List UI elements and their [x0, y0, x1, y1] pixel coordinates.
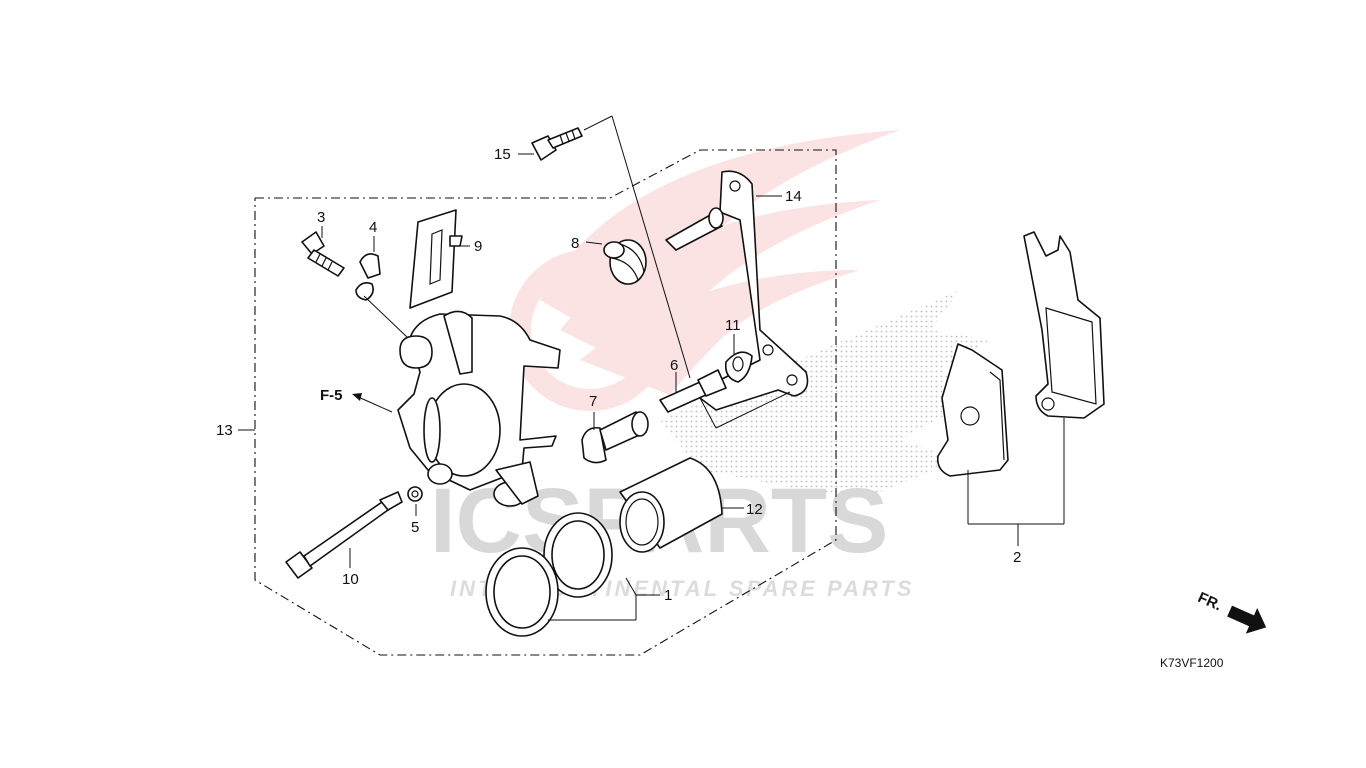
callout-12[interactable]: 12 — [746, 501, 763, 518]
callout-6[interactable]: 6 — [670, 357, 678, 374]
part-3-bleeder[interactable] — [301, 231, 345, 277]
part-14-bracket[interactable] — [665, 170, 809, 411]
part-15-bolt[interactable] — [531, 127, 583, 161]
caliper-assembly-boundary — [254, 149, 837, 656]
callout-15[interactable]: 15 — [494, 146, 511, 163]
part-10-pin[interactable] — [285, 491, 403, 579]
callout-9[interactable]: 9 — [474, 238, 482, 255]
caliper-body[interactable] — [397, 310, 561, 507]
reference-label-f5[interactable]: F-5 — [320, 387, 343, 404]
part-12-piston[interactable] — [619, 457, 723, 553]
part-9-pad-spring[interactable] — [409, 209, 463, 309]
callout-3[interactable]: 3 — [317, 209, 325, 226]
callout-1[interactable]: 1 — [664, 587, 672, 604]
part-4-bleeder-cap[interactable] — [355, 253, 381, 301]
callout-7[interactable]: 7 — [589, 393, 597, 410]
part-11-clip[interactable] — [724, 351, 753, 383]
callout-11[interactable]: 11 — [725, 317, 741, 334]
callout-5[interactable]: 5 — [411, 519, 419, 536]
part-5-washer[interactable] — [407, 486, 423, 502]
callout-14[interactable]: 14 — [785, 188, 802, 205]
callout-8[interactable]: 8 — [571, 235, 579, 252]
callout-13[interactable]: 13 — [216, 422, 233, 439]
dotted-wing-pattern — [660, 290, 990, 500]
callout-numbers: 1 2 3 4 5 6 7 8 9 10 11 12 13 14 15 — [216, 146, 1021, 604]
callout-2[interactable]: 2 — [1013, 549, 1021, 566]
front-direction-indicator: FR. — [1195, 589, 1267, 634]
f5-arrowhead — [352, 393, 362, 401]
diagram-code: K73VF1200 — [1160, 656, 1224, 670]
part-2-brake-pads[interactable] — [936, 231, 1105, 477]
callout-10[interactable]: 10 — [342, 571, 359, 588]
front-direction-label: FR. — [1195, 589, 1224, 614]
part-7-pin[interactable] — [581, 411, 649, 464]
part-8-boot[interactable] — [603, 239, 647, 285]
front-arrow-icon — [1227, 605, 1267, 634]
leader-lines — [238, 115, 1065, 621]
part-6-pin-bolt[interactable] — [659, 369, 727, 413]
part-1-seals[interactable] — [485, 512, 613, 637]
callout-4[interactable]: 4 — [369, 219, 377, 236]
